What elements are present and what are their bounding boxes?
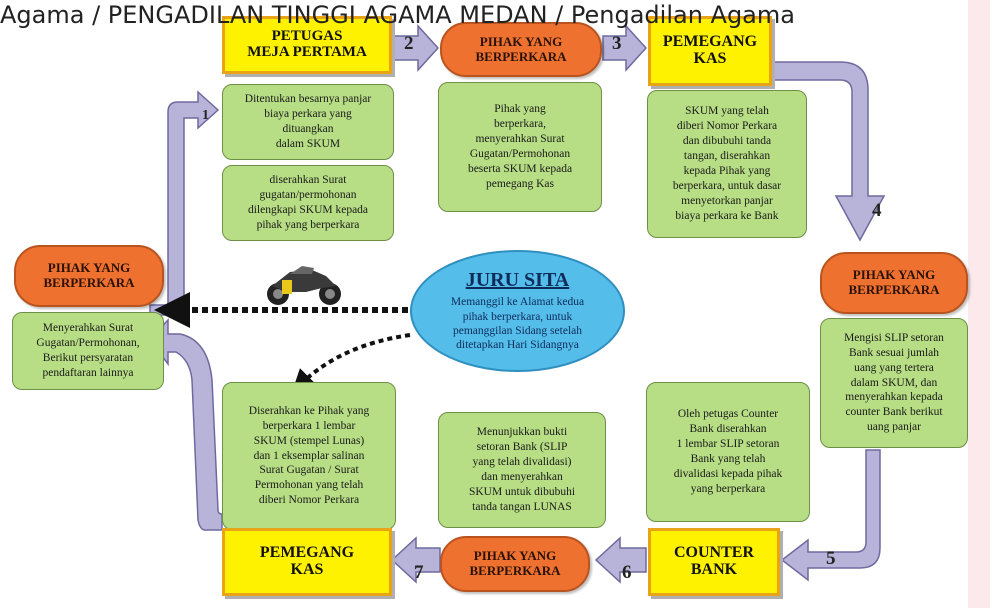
step-number-2: 2 <box>404 33 414 54</box>
step-number-3: 3 <box>612 33 622 54</box>
node-petugas-meja-pertama: PETUGAS MEJA PERTAMA <box>222 16 392 74</box>
node-pihak-berperkara-bottom: PIHAK YANG BERPERKARA <box>440 536 590 592</box>
juru-sita-title: JURU SITA <box>465 269 570 292</box>
step-number-7: 7 <box>414 562 424 583</box>
note-pihak-left: Menyerahkan Surat Gugatan/Permohonan, Be… <box>12 312 164 390</box>
motorcycle-icon <box>267 266 341 305</box>
step-number-6: 6 <box>622 562 632 583</box>
note-petugas-2: diserahkan Surat gugatan/permohonan dile… <box>222 165 394 241</box>
node-pemegang-kas-top: PEMEGANG KAS <box>648 16 772 86</box>
arrow-4 <box>772 61 886 242</box>
note-pihak-bottom: Menunjukkan bukti setoran Bank (SLIP yan… <box>438 412 606 528</box>
node-counter-bank: COUNTER BANK <box>648 528 780 596</box>
note-counter: Oleh petugas Counter Bank diserahkan 1 l… <box>646 382 810 522</box>
node-pihak-berperkara-right: PIHAK YANG BERPERKARA <box>820 252 968 314</box>
arrow-2 <box>393 24 440 72</box>
step-number-1: 1 <box>202 108 209 123</box>
step-number-5: 5 <box>826 548 836 569</box>
note-pihak-right: Mengisi SLIP setoran Bank sesuai jumlah … <box>820 318 968 448</box>
note-pemegang-top: SKUM yang telah diberi Nomor Perkara dan… <box>647 90 807 238</box>
node-pihak-berperkara-left: PIHAK YANG BERPERKARA <box>14 245 164 307</box>
note-pihak-top: Pihak yang berperkara, menyerahkan Surat… <box>438 82 602 212</box>
arrow-7 <box>390 536 441 584</box>
node-pihak-berperkara-top: PIHAK YANG BERPERKARA <box>440 22 602 77</box>
breadcrumb: Agama / PENGADILAN TINGGI AGAMA MEDAN / … <box>0 1 795 29</box>
juru-sita-description: Memanggil ke Alamat kedua pihak berperka… <box>450 296 585 352</box>
step-number-4: 4 <box>872 200 882 221</box>
node-pemegang-kas-bottom: PEMEGANG KAS <box>222 528 392 596</box>
juru-sita-ellipse: JURU SITA Memanggil ke Alamat kedua piha… <box>410 250 625 372</box>
note-petugas-1: Ditentukan besarnya panjar biaya perkara… <box>222 84 394 160</box>
arrow-6 <box>594 536 647 584</box>
arrow-5 <box>780 449 881 582</box>
dotted-arrow-down <box>291 333 411 394</box>
arrow-3 <box>602 24 648 72</box>
right-edge-strip <box>968 0 990 608</box>
note-pemegang-bottom: Diserahkan ke Pihak yang berperkara 1 le… <box>222 382 396 530</box>
